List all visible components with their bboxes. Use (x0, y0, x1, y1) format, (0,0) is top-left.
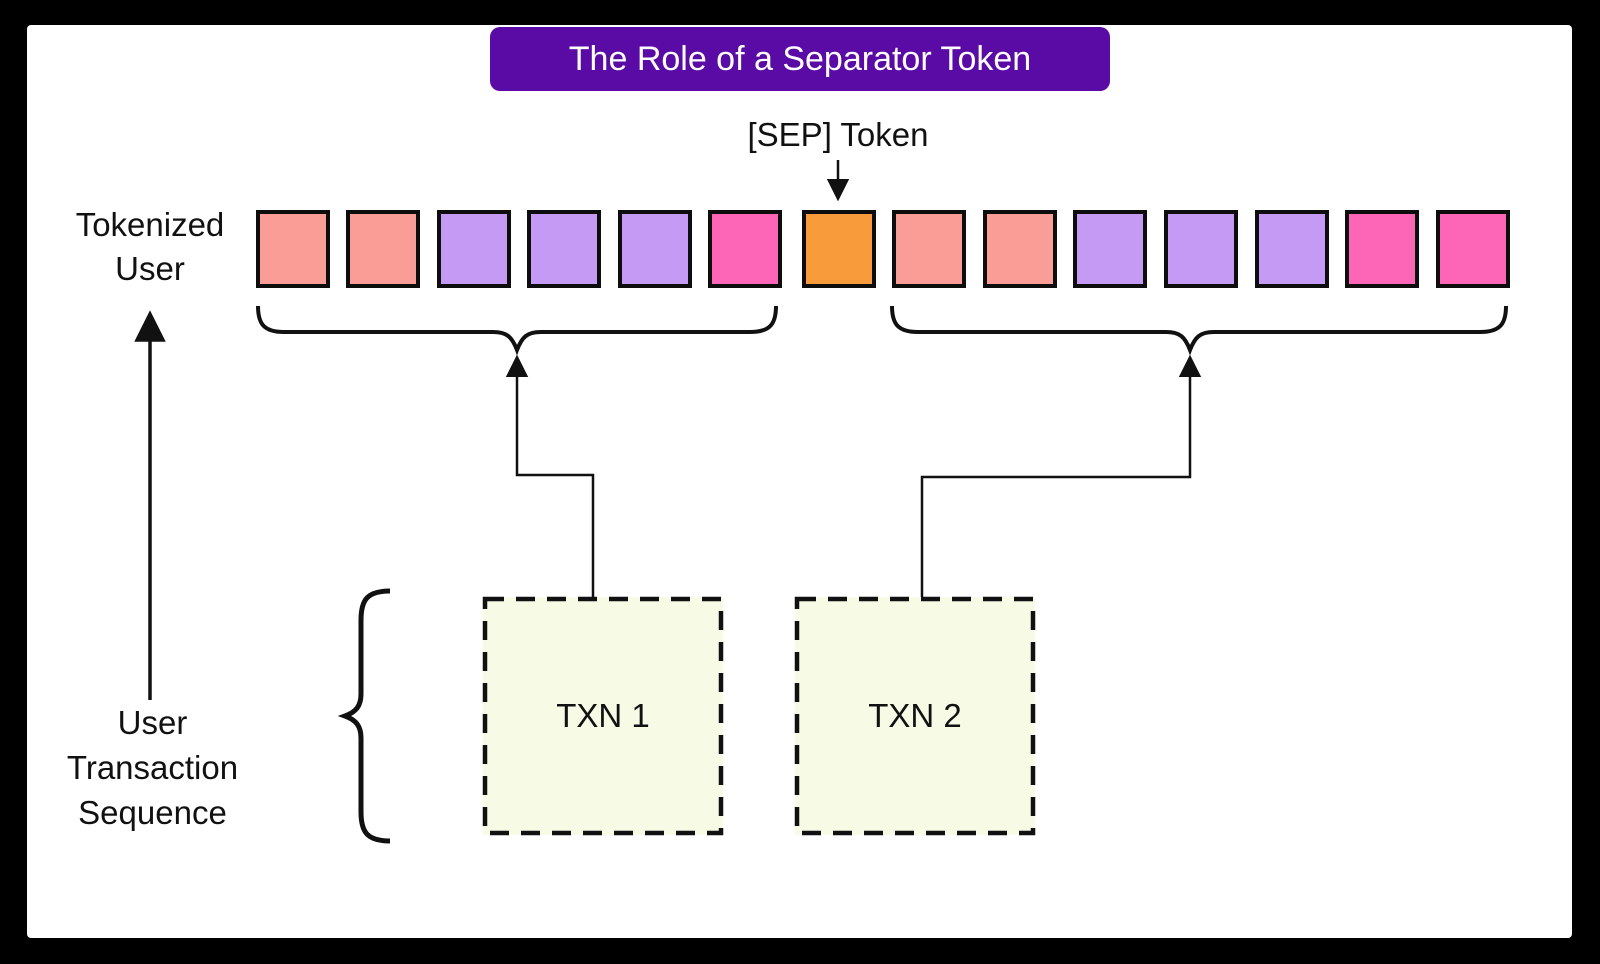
token-purple (527, 210, 602, 288)
token-purple (1073, 210, 1148, 288)
token-purple (1254, 210, 1329, 288)
txn1-token-group (256, 210, 782, 288)
user-sequence-line1: User (117, 704, 188, 741)
txn1-label: TXN 1 (556, 697, 650, 734)
token-salmon (892, 210, 966, 288)
txn2-label: TXN 2 (868, 697, 962, 734)
user-sequence-line3: Sequence (78, 794, 227, 831)
user-sequence-line2: Transaction (66, 749, 239, 786)
token-pink (1345, 210, 1420, 288)
token-orange (802, 210, 876, 288)
title-text: The Role of a Separator Token (568, 39, 1032, 78)
sep-token-slot (802, 210, 877, 288)
tokenized-user-label: Tokenized User (45, 203, 255, 291)
sep-token-label: [SEP] Token (747, 116, 929, 153)
token-purple (617, 210, 692, 288)
txn1-box: TXN 1 (483, 597, 723, 835)
txn2-token-group (892, 210, 1510, 288)
token-salmon (346, 210, 421, 288)
txn2-box: TXN 2 (795, 597, 1035, 835)
title-banner: The Role of a Separator Token (490, 27, 1110, 91)
token-purple (436, 210, 511, 288)
user-transaction-sequence-label: User Transaction Sequence (30, 700, 275, 835)
tokenized-user-line1: Tokenized (75, 206, 225, 243)
token-salmon (982, 210, 1057, 288)
token-salmon (256, 210, 330, 288)
tokenized-user-line2: User (115, 250, 185, 287)
token-purple (1163, 210, 1238, 288)
token-pink (707, 210, 782, 288)
token-pink (1435, 210, 1510, 288)
